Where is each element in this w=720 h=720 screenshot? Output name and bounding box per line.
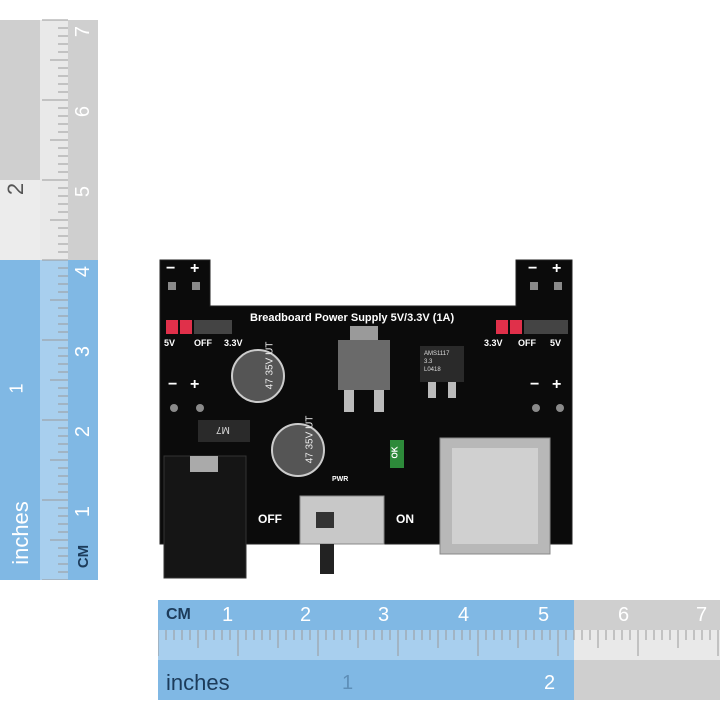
switch-on-label: ON <box>396 512 414 526</box>
h-inch-number-2: 2 <box>544 672 556 694</box>
h-inch-number-1: 1 <box>342 672 354 694</box>
pwr-label: PWR <box>332 476 349 483</box>
h-cm-label: CM <box>166 606 191 623</box>
board-title: Breadboard Power Supply 5V/3.3V (1A) <box>250 312 455 324</box>
h-cm-number-5: 5 <box>538 604 550 626</box>
cap2-voltage: 35V <box>304 431 316 450</box>
cm-number-5: 5 <box>72 185 95 198</box>
regulator-lot: L0418 <box>424 367 441 373</box>
right-rail-plus: + <box>552 260 562 277</box>
capacitor-2-label: 47 35V UT <box>304 416 315 464</box>
cm-number-2: 2 <box>72 425 95 438</box>
h-cm-number-1: 1 <box>222 604 234 626</box>
inch-label: inches <box>8 501 33 565</box>
capacitor-1-label: 47 35V UT <box>264 342 275 390</box>
horizontal-ruler: CM inches 1 2 3 4 5 6 7 1 2 <box>157 600 720 700</box>
inch-number-1: 1 <box>6 383 27 394</box>
jumper-left-3v3: 3.3V <box>224 338 243 348</box>
cm-label: CM <box>75 544 93 569</box>
led-label: OK <box>390 446 400 459</box>
cap2-brand: UT <box>304 415 316 429</box>
jumper-right-off: OFF <box>518 338 536 348</box>
left-rail-minus: − <box>166 260 176 277</box>
diode-label: M7 <box>216 424 230 435</box>
regulator-part: AMS1117 <box>424 351 450 357</box>
left-rail-minus-2: − <box>168 376 178 393</box>
cm-number-6: 6 <box>72 105 95 118</box>
jumper-right-5v: 5V <box>550 338 562 348</box>
cm-number-3: 3 <box>72 345 95 358</box>
h-cm-number-2: 2 <box>300 604 312 626</box>
cap1-voltage: 35V <box>264 357 276 376</box>
right-rail-minus-2: − <box>530 376 540 393</box>
h-cm-number-6: 6 <box>618 604 630 626</box>
cm-number-4: 4 <box>72 265 95 278</box>
cm-number-1: 1 <box>72 505 95 518</box>
regulator-voltage: 3.3 <box>424 359 433 365</box>
left-rail-plus: + <box>190 260 200 277</box>
right-rail-plus-2: + <box>552 376 562 393</box>
switch-off-label: OFF <box>258 512 282 526</box>
right-rail-minus: − <box>528 260 538 277</box>
jumper-left-off: OFF <box>194 338 212 348</box>
h-inch-label: inches <box>166 670 230 695</box>
cap1-brand: UT <box>264 341 276 355</box>
h-cm-number-3: 3 <box>378 604 390 626</box>
power-supply-board: Breadboard Power Supply 5V/3.3V (1A) − +… <box>150 250 590 590</box>
inch-number-2: 2 <box>3 182 29 196</box>
cm-number-7: 7 <box>72 25 95 38</box>
regulator-label: AMS1117 3.3 L0418 <box>424 350 449 374</box>
vertical-ruler: inches CM 1 2 1 2 3 4 5 6 7 <box>0 0 100 581</box>
h-cm-number-7: 7 <box>696 604 708 626</box>
jumper-right-3v3: 3.3V <box>484 338 503 348</box>
cap2-value: 47 <box>304 452 316 464</box>
h-cm-number-4: 4 <box>458 604 470 626</box>
left-rail-plus-2: + <box>190 376 200 393</box>
jumper-left-5v: 5V <box>164 338 176 348</box>
cap1-value: 47 <box>264 378 276 390</box>
